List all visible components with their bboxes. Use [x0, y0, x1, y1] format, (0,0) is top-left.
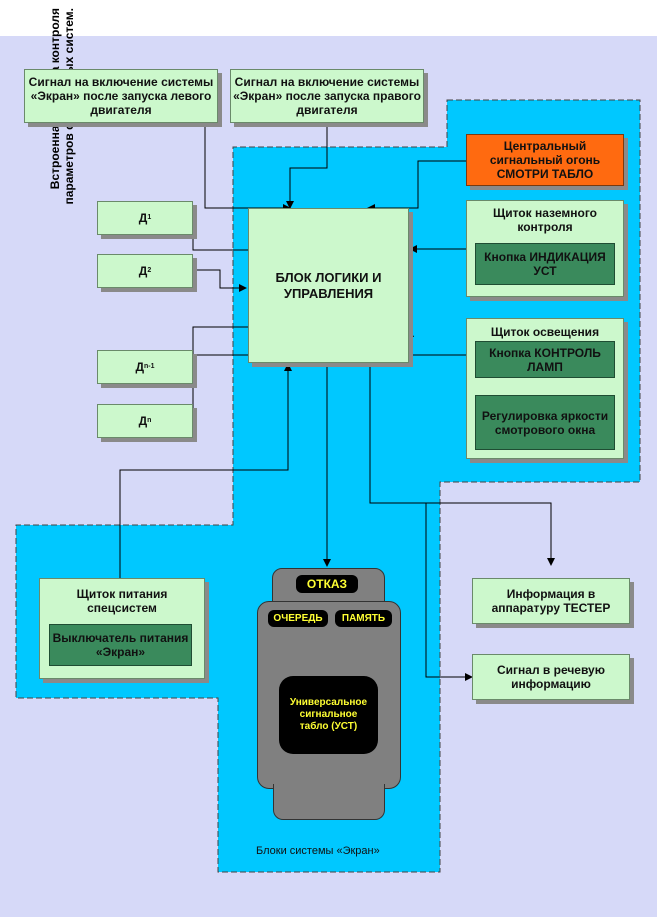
signal-right-engine-box: Сигнал на включение системы «Экран» посл…: [230, 69, 424, 123]
device-base: [273, 784, 385, 820]
tester-info-box: Информация в аппаратуру ТЕСТЕР: [472, 578, 630, 624]
voice-signal-box: Сигнал в речевую информацию: [472, 654, 630, 700]
display-window: Универсальное сигнальное табло (УСТ): [279, 676, 378, 754]
signal-left-engine-box: Сигнал на включение системы «Экран» посл…: [24, 69, 218, 123]
lighting-panel-title: Щиток освещения: [490, 325, 600, 339]
memory-lamp: ПАМЯТЬ: [335, 610, 392, 627]
central-signal-light-box: Центральный сигнальный огонь СМОТРИ ТАБЛ…: [466, 134, 624, 186]
brightness-control[interactable]: Регулировка яркости смотрового окна: [475, 395, 615, 450]
area-caption: Блоки системы «Экран»: [256, 845, 380, 857]
lighting-panel: Щиток освещения Кнопка КОНТРОЛЬ ЛАМП Рег…: [466, 318, 624, 459]
indication-button[interactable]: Кнопка ИНДИКАЦИЯ УСТ: [475, 243, 615, 285]
power-panel-title: Щиток питания спецсистем: [76, 587, 168, 615]
ground-panel-title: Щиток наземного контроля: [492, 206, 597, 234]
power-switch[interactable]: Выключатель питания «Экран»: [49, 624, 192, 666]
queue-lamp: ОЧЕРЕДЬ: [268, 610, 328, 627]
lamp-test-button[interactable]: Кнопка КОНТРОЛЬ ЛАМП: [475, 341, 615, 378]
power-panel: Щиток питания спецсистем Выключатель пит…: [39, 578, 205, 679]
failure-lamp: ОТКАЗ: [296, 575, 358, 593]
ground-control-panel: Щиток наземного контроля Кнопка ИНДИКАЦИ…: [466, 200, 624, 297]
logic-control-unit: БЛОК ЛОГИКИ И УПРАВЛЕНИЯ: [248, 208, 409, 363]
